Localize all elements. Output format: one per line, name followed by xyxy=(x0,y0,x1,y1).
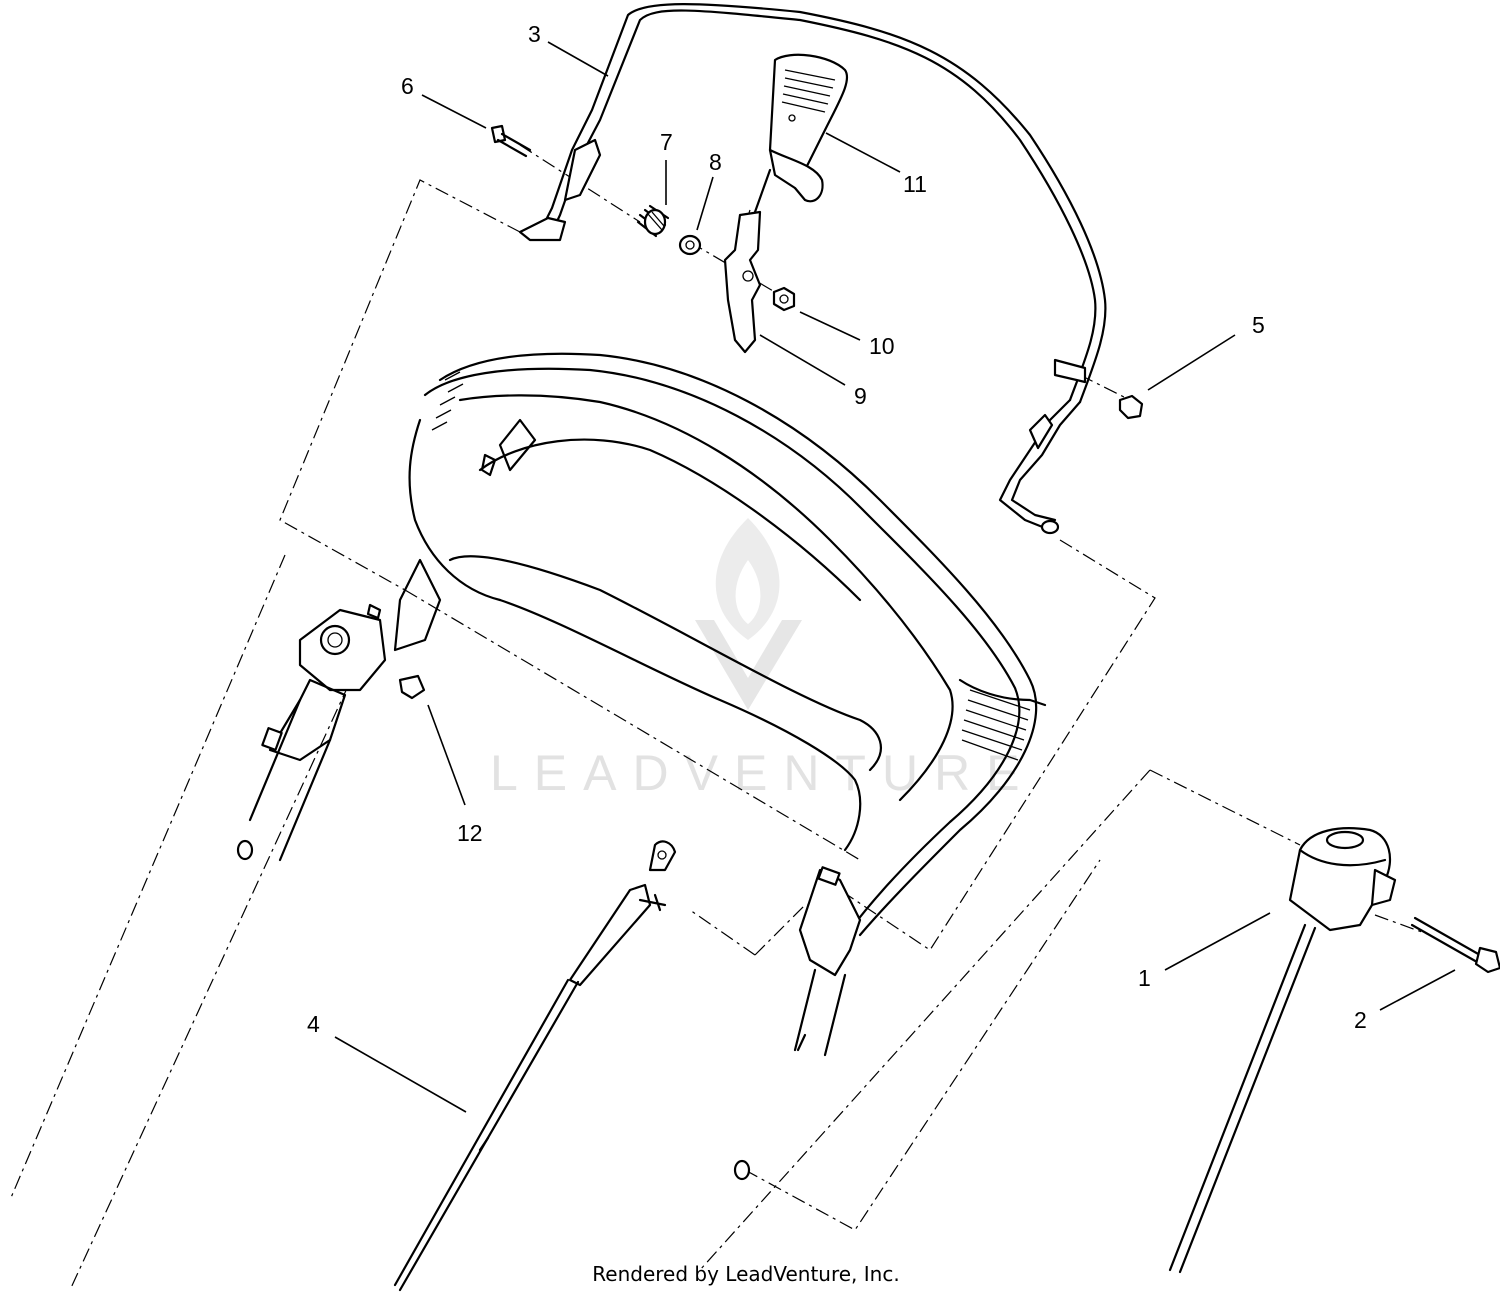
nut-5 xyxy=(1118,394,1144,420)
callout-4: 4 xyxy=(307,1011,320,1037)
watermark: LEADVENTURE xyxy=(490,518,1036,801)
watermark-logo-icon xyxy=(695,518,802,710)
cable-control xyxy=(1168,827,1397,1274)
cable xyxy=(393,840,677,1292)
bushing xyxy=(678,234,702,256)
bail-lever xyxy=(768,53,849,203)
nut-10 xyxy=(772,286,796,312)
knob-12 xyxy=(398,674,426,700)
callout-6: 6 xyxy=(401,73,414,99)
callout-9: 9 xyxy=(854,383,867,409)
footer-credit: Rendered by LeadVenture, Inc. xyxy=(0,1262,1500,1286)
bolt-2 xyxy=(1410,916,1500,974)
callout-7: 7 xyxy=(660,129,673,155)
watermark-text: LEADVENTURE xyxy=(490,745,1036,801)
spring xyxy=(636,204,670,238)
callout-11: 11 xyxy=(903,171,927,197)
callout-5: 5 xyxy=(1252,312,1265,338)
callout-labels: 1 2 3 4 5 6 7 8 9 10 11 12 xyxy=(307,21,1367,1037)
callout-12: 12 xyxy=(457,820,483,846)
callout-8: 8 xyxy=(709,149,722,175)
footer-credit-text: Rendered by LeadVenture, Inc. xyxy=(592,1262,900,1286)
lever-arm xyxy=(723,168,772,354)
callout-3: 3 xyxy=(528,21,541,47)
leader-lines xyxy=(334,41,1456,1113)
callout-1: 1 xyxy=(1138,965,1151,991)
upper-handle xyxy=(518,3,1107,535)
bolt-6 xyxy=(490,124,532,158)
callout-2: 2 xyxy=(1354,1007,1367,1033)
callout-10: 10 xyxy=(869,333,895,359)
dashed-assembly-lines xyxy=(9,144,1431,1291)
lower-handle xyxy=(236,352,1047,1181)
